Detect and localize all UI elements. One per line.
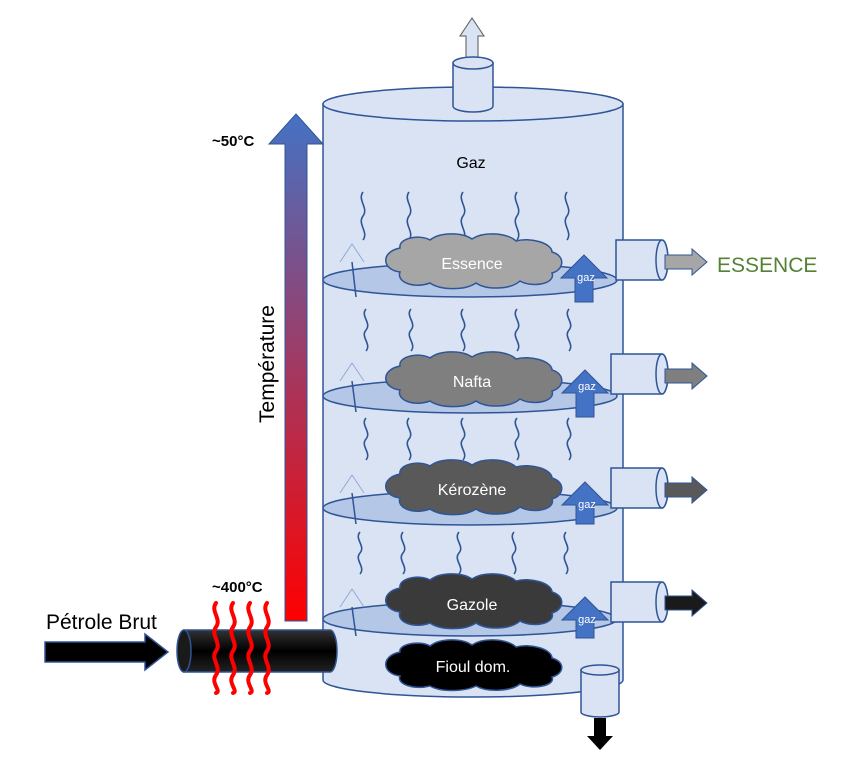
side-pipe-gazole <box>610 581 669 623</box>
top-outlet-pipe <box>452 56 494 113</box>
temperature-axis-label: Température <box>256 305 279 423</box>
bottom-exit-arrow <box>587 718 613 750</box>
input-pipe <box>176 629 338 673</box>
input-label: Pétrole Brut <box>46 611 157 634</box>
output-arrow-gazole <box>664 588 708 618</box>
tray-gazole: Gazole gaz <box>322 573 618 639</box>
vapor-row-1 <box>360 191 570 241</box>
gazole-label: Gazole <box>447 597 498 614</box>
vapor-row-2 <box>363 308 572 352</box>
svg-text:gaz: gaz <box>577 272 595 284</box>
fioul-cloud <box>385 639 563 692</box>
tray-essence: Essence gaz <box>322 233 618 303</box>
output-arrow-essence <box>664 247 708 277</box>
gas-arrow-gazole <box>560 596 610 639</box>
temp-bottom-label: ~400°C <box>212 579 263 596</box>
bottom-outlet-pipe <box>580 664 620 718</box>
svg-text:gaz: gaz <box>578 499 596 511</box>
gas-top-label: Gaz <box>456 155 485 172</box>
heat-waves <box>212 601 271 695</box>
output-arrow-kerozene <box>664 475 708 505</box>
essence-output-label: ESSENCE <box>717 254 817 277</box>
gazole-cloud <box>385 573 563 630</box>
vapor-squiggles <box>357 191 572 575</box>
output-arrow-nafta <box>664 361 708 391</box>
temp-top-label: ~50°C <box>212 133 254 150</box>
temperature-arrow <box>267 113 325 622</box>
essence-cloud <box>385 233 563 290</box>
residue-fioul: Fioul dom. <box>385 639 563 692</box>
kerozene-label: Kérozène <box>438 482 507 499</box>
nafta-label: Nafta <box>453 374 491 391</box>
input-arrow <box>44 632 170 672</box>
side-pipe-nafta <box>610 353 669 395</box>
top-exit-arrow <box>459 17 485 59</box>
gas-arrow-essence <box>559 254 609 303</box>
vapor-row-4 <box>357 531 569 575</box>
fioul-label: Fioul dom. <box>436 659 511 676</box>
gas-arrow-kerozene <box>560 481 610 525</box>
essence-label: Essence <box>441 256 502 273</box>
nafta-cloud <box>385 351 563 408</box>
gas-arrow-nafta <box>560 369 610 418</box>
side-pipe-essence <box>615 239 669 281</box>
svg-text:gaz: gaz <box>578 614 596 626</box>
kerozene-cloud <box>385 459 563 516</box>
tray-kerozene: Kérozène gaz <box>322 459 618 526</box>
side-pipe-kerozene <box>610 467 669 509</box>
vapor-row-3 <box>363 417 572 461</box>
svg-text:gaz: gaz <box>578 381 596 393</box>
tray-nafta: Nafta gaz <box>322 351 618 418</box>
